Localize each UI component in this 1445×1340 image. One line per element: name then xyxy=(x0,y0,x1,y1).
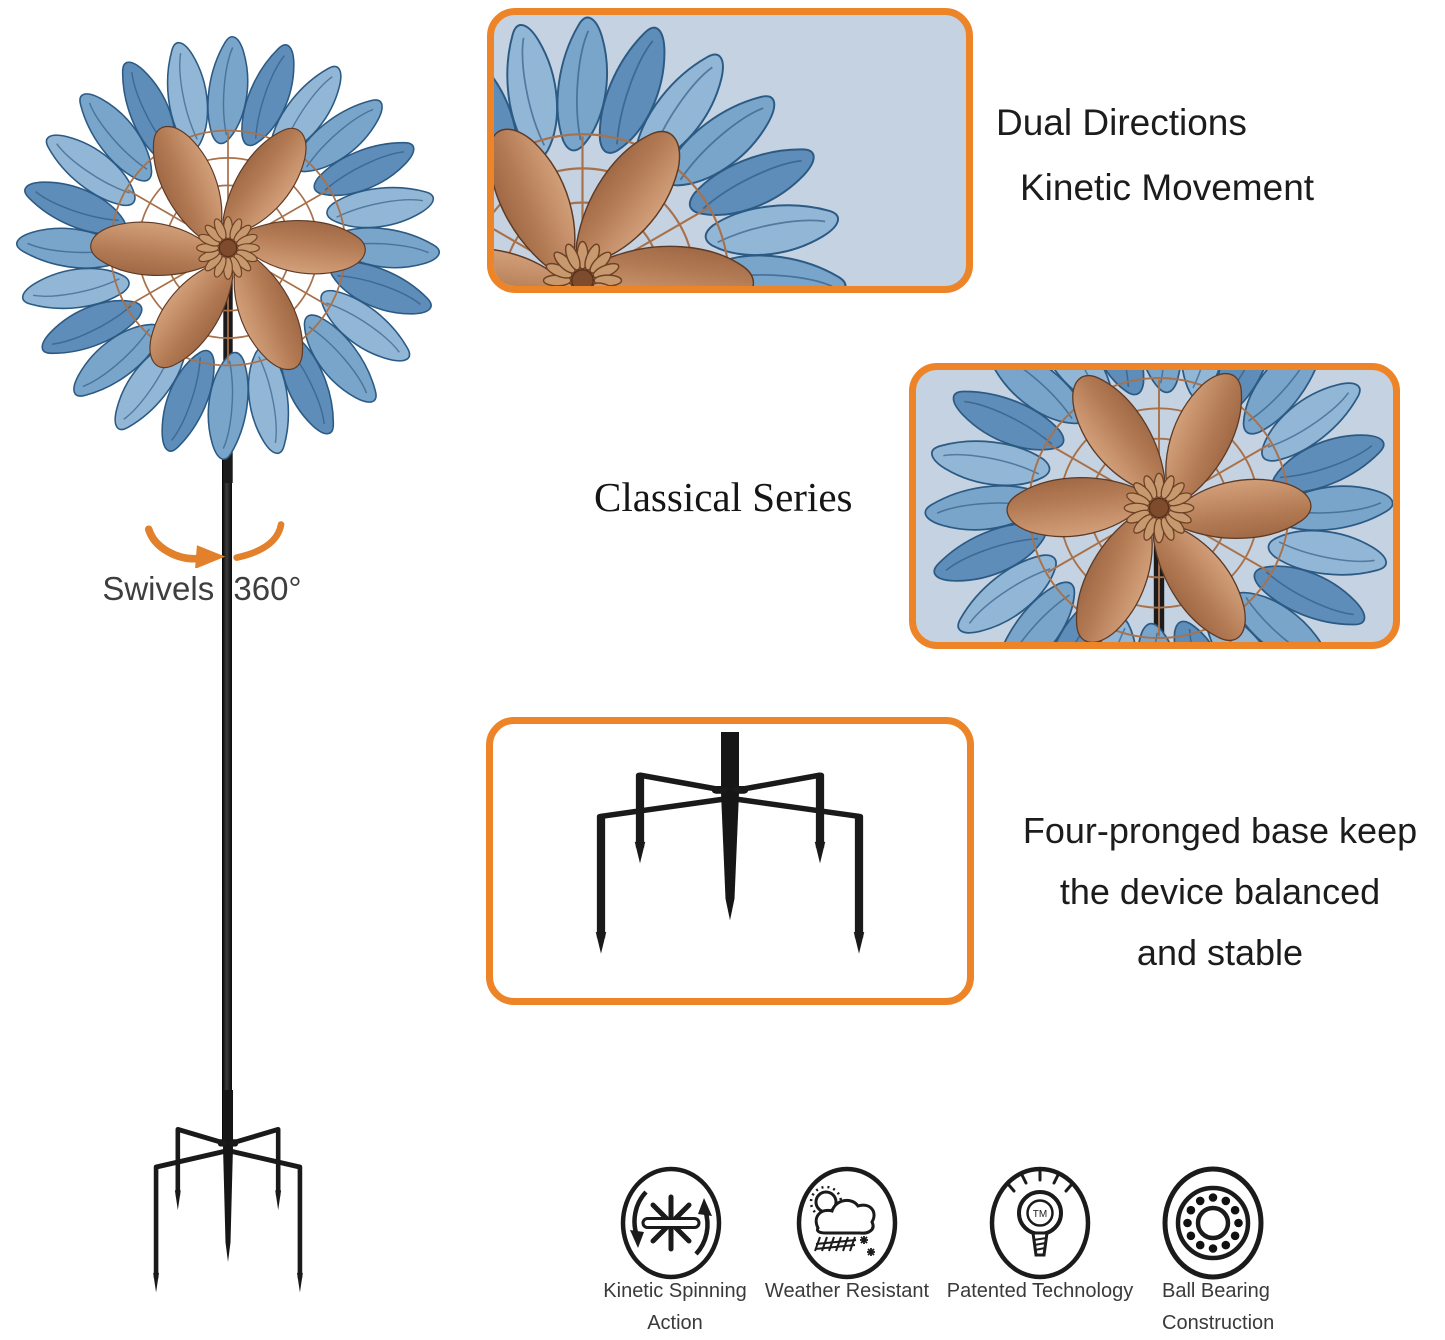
wind-spinner-graphic xyxy=(0,13,463,483)
four-pronged-line3: and stable xyxy=(1136,932,1304,973)
dual-directions-line1: Dual Directions xyxy=(996,102,1247,143)
callout-classical-series-image xyxy=(909,363,1400,649)
main-product-image: Swivels 360° xyxy=(0,0,470,1340)
classical-series-label: Classical Series xyxy=(594,474,853,520)
callout-base-image xyxy=(486,717,974,1005)
feature-label: Weather Resistant xyxy=(764,1280,930,1302)
callout-dual-directions-image xyxy=(487,8,973,293)
spinner-pole xyxy=(222,450,232,1140)
dual-directions-line2: Kinetic Movement xyxy=(1020,167,1315,208)
feature-label: Construction xyxy=(1162,1312,1275,1334)
four-pronged-line2: the device balanced xyxy=(1059,871,1381,912)
swivel-label: Swivels 360° xyxy=(102,570,302,607)
feature-label: Action xyxy=(647,1312,703,1334)
ball-bearing-icon xyxy=(1162,1166,1264,1280)
four-prong-base-graphic xyxy=(136,1090,320,1323)
spinner-closeup-graphic xyxy=(487,8,875,293)
patented-technology-icon: TM xyxy=(989,1166,1091,1280)
base-closeup-graphic xyxy=(565,732,895,987)
feature-label: Patented Technology xyxy=(946,1280,1134,1302)
feature-label: Ball Bearing xyxy=(1162,1280,1270,1302)
kinetic-spinning-icon xyxy=(620,1166,722,1280)
spinner-back-view-graphic xyxy=(909,363,1400,649)
weather-resistant-icon xyxy=(796,1166,898,1280)
feature-label: Kinetic Spinning xyxy=(603,1280,747,1302)
four-pronged-line1: Four-pronged base keep xyxy=(1022,810,1418,851)
tm-badge: TM xyxy=(1033,1209,1047,1220)
four-pronged-text: Four-pronged base keep the device balanc… xyxy=(995,800,1445,983)
swivel-rotation-arrow-icon xyxy=(144,521,285,568)
